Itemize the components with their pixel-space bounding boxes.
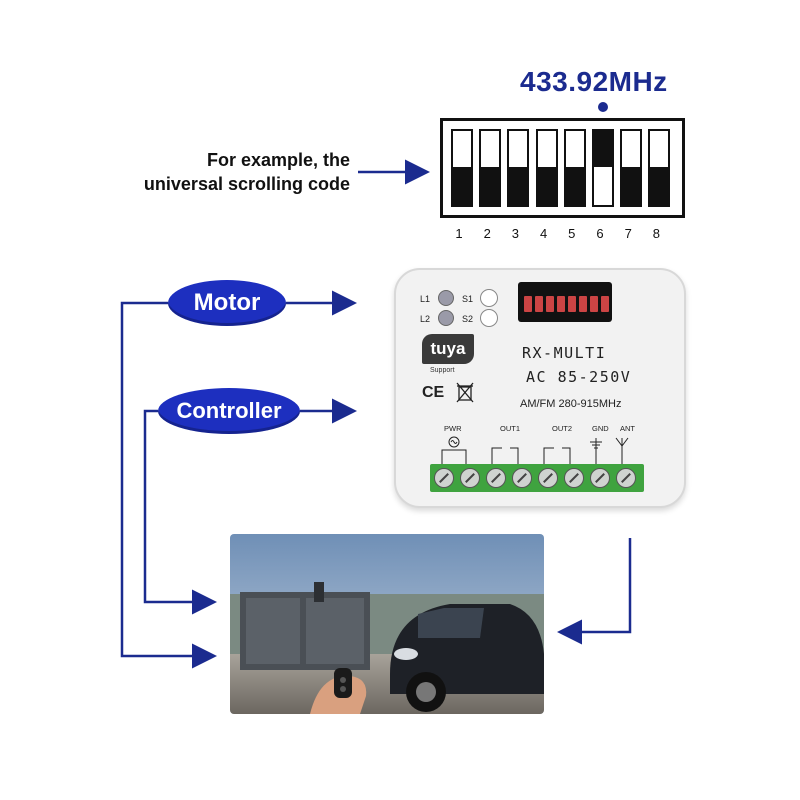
dip-switch-1 — [451, 129, 473, 207]
controller-callout: Controller — [158, 388, 300, 434]
tuya-brand: tuya — [430, 339, 466, 358]
dip-switch-5 — [563, 129, 586, 207]
terminal-screw — [538, 468, 558, 488]
terminal-label-gnd: GND — [592, 424, 609, 433]
mini-dip-switch-8 — [601, 296, 609, 312]
controller-connector — [143, 409, 217, 615]
dip-switch-number: 1 — [455, 226, 463, 241]
mini-dip-switch-1 — [524, 296, 532, 312]
terminal-screw — [434, 468, 454, 488]
button-2-label: S2 — [462, 314, 474, 324]
terminal-label-ant: ANT — [620, 424, 635, 433]
mini-dip-switch-3 — [546, 296, 554, 312]
ground-icon — [590, 438, 602, 464]
mini-dip-switch-5 — [568, 296, 576, 312]
dip-switch-panel — [440, 118, 685, 218]
mini-dip-switch — [518, 282, 612, 322]
terminal-screw — [564, 468, 584, 488]
dip-switch-number: 5 — [568, 226, 576, 241]
dip-switch-number: 8 — [652, 226, 660, 241]
button-1 — [480, 289, 498, 307]
sliding-gate — [240, 582, 370, 670]
dip-switch-knob — [453, 166, 471, 205]
model-label: RX-MULTI — [522, 344, 607, 362]
dip-switch-knob — [481, 166, 500, 205]
waste-bin-icon — [456, 382, 474, 403]
dip-switch-knob — [537, 166, 556, 205]
receiver-module: L1 S1 L2 S2 tuya Support CE RX-MULTI AC … — [394, 268, 686, 508]
mini-dip-switch-7 — [590, 296, 598, 312]
terminal-screw — [616, 468, 636, 488]
dip-switch-3 — [507, 129, 530, 207]
terminal-wiring — [441, 436, 629, 464]
terminal-screw — [590, 468, 610, 488]
motor-callout: Motor — [168, 280, 286, 326]
terminal-screw — [460, 468, 480, 488]
antenna-icon — [615, 437, 629, 464]
dip-switch-knob — [650, 166, 669, 205]
dip-switch-7 — [620, 129, 643, 207]
gate-scene-photo — [230, 534, 544, 714]
hand-with-remote — [310, 668, 367, 714]
led-1-icon — [438, 290, 454, 306]
frequency-label: 433.92MHz — [520, 66, 668, 97]
frequency-pointer-dot — [598, 102, 608, 112]
dip-switch-number: 2 — [483, 226, 491, 241]
example-caption: For example, the universal scrolling cod… — [100, 148, 350, 196]
terminal-label-pwr: PWR — [444, 424, 462, 433]
terminal-block — [430, 464, 644, 492]
dip-switch-knob — [565, 166, 584, 205]
terminal-label-out2: OUT2 — [552, 424, 573, 433]
dip-switch-knob — [622, 166, 641, 205]
button-1-label: S1 — [462, 294, 474, 304]
output-connector — [557, 538, 632, 645]
dip-switch-number: 3 — [511, 226, 519, 241]
dip-switch-knob — [509, 166, 528, 205]
motor-connector — [120, 301, 217, 669]
led-2-label: L2 — [420, 314, 431, 324]
tuya-support-label: Support — [430, 367, 455, 374]
dip-switch-4 — [535, 129, 558, 207]
terminal-screw — [512, 468, 532, 488]
power-icon — [448, 436, 460, 448]
dip-switch-number: 7 — [624, 226, 632, 241]
terminal-label-out1: OUT1 — [500, 424, 521, 433]
dip-switch-number: 4 — [539, 226, 548, 241]
car — [390, 604, 544, 712]
band-label: AM/FM 280-915MHz — [520, 398, 622, 410]
button-2 — [480, 309, 498, 327]
dip-switch-2 — [479, 129, 502, 207]
example-line-2: universal scrolling code — [143, 174, 350, 194]
tuya-logo: tuya — [422, 334, 474, 364]
mini-dip-switch-6 — [579, 296, 587, 312]
ce-mark: CE — [422, 384, 445, 401]
power-label: AC 85-250V — [526, 368, 632, 386]
dip-switch-knob — [594, 131, 612, 167]
led-2-icon — [438, 310, 454, 326]
terminal-screw — [486, 468, 506, 488]
example-line-1: For example, the — [206, 150, 350, 170]
dip-switch-8 — [648, 129, 671, 207]
mini-dip-switch-4 — [557, 296, 565, 312]
mini-dip-switch-2 — [535, 296, 543, 312]
led-1-label: L1 — [420, 294, 431, 304]
dip-switch-number: 6 — [596, 226, 604, 241]
dip-switch-6 — [592, 129, 614, 207]
